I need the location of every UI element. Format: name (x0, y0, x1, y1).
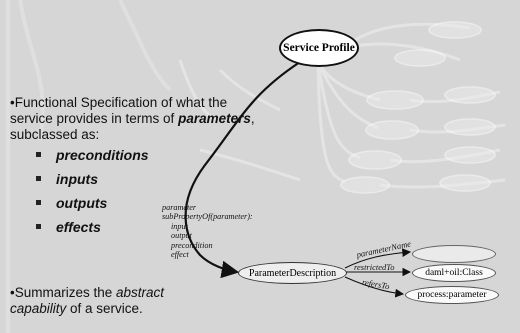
bullet-inputs: inputs (32, 171, 149, 195)
subprop-parameter: parameter (162, 203, 253, 212)
summary-prefix: •Summarizes the (10, 285, 116, 300)
subprop-effect: effect (162, 250, 253, 259)
parameter-subproperty-list: parameter subPropertyOf(parameter): inpu… (162, 203, 253, 259)
subprop-precondition: precondition (162, 241, 253, 250)
parameter-name-target-node (412, 245, 496, 263)
bullet-preconditions: preconditions (32, 147, 149, 171)
service-profile-node: Service Profile (279, 29, 359, 67)
parameter-subclass-list: preconditions inputs outputs effects (32, 147, 149, 243)
subprop-output: output (162, 231, 253, 240)
parameter-description-node: ParameterDescription (238, 262, 347, 284)
functional-spec-text: •Functional Specification of what the se… (10, 95, 262, 143)
summary-text: •Summarizes the abstract capability of a… (10, 285, 210, 317)
parameters-emphasis: parameters (178, 111, 251, 126)
restricted-to-label: restrictedTo (354, 262, 394, 272)
subprop-input: input (162, 222, 253, 231)
subprop-heading: subPropertyOf(parameter): (162, 212, 253, 221)
bullet-effects: effects (32, 219, 149, 243)
summary-suffix: of a service. (66, 301, 143, 316)
daml-oil-class-node: daml+oil:Class (412, 264, 496, 282)
bullet-outputs: outputs (32, 195, 149, 219)
process-parameter-node: process:parameter (405, 286, 499, 304)
